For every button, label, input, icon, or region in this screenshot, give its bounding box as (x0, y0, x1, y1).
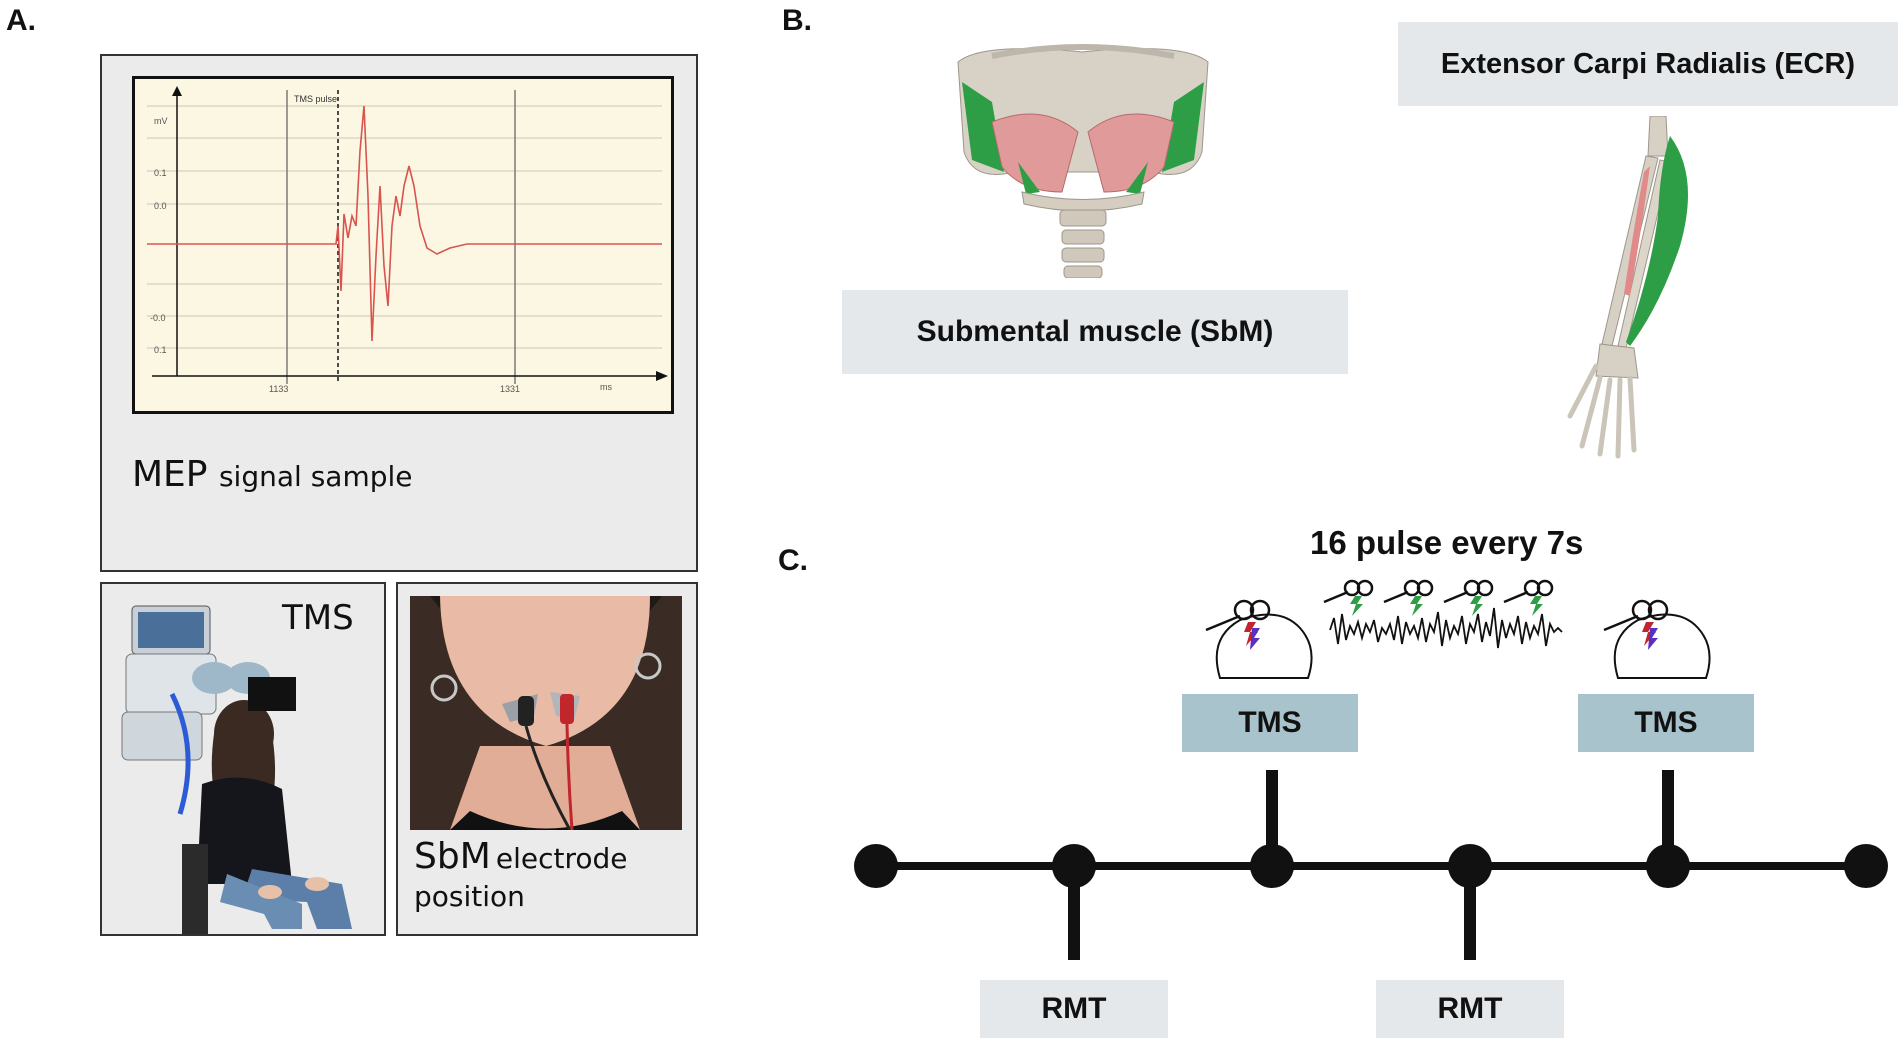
mep-trace-line (147, 105, 662, 342)
tms-stage-label: TMS (1182, 694, 1358, 752)
pulse-protocol-title: 16 pulse every 7s (1310, 524, 1584, 561)
mep-caption-main: MEP (132, 454, 208, 495)
timeline-node (1646, 844, 1690, 888)
timeline-node (1844, 844, 1888, 888)
tms-stage-label: TMS (1578, 694, 1754, 752)
timeline-node (1250, 844, 1294, 888)
x-unit-label: ms (600, 382, 612, 392)
rmt-stage-label: RMT (1376, 980, 1564, 1038)
panel-label-c: C. (778, 544, 808, 577)
ecr-muscle-label: Extensor Carpi Radialis (ECR) (1398, 22, 1898, 106)
y-unit-label: mV (154, 116, 168, 126)
sbm-caption-line2: position (414, 880, 525, 913)
tms-setup-illustration (121, 605, 352, 934)
sbm-photo-panel: SbM electrode position (396, 582, 698, 936)
timeline-node (1448, 844, 1492, 888)
timeline-node (854, 844, 898, 888)
ecr-forearm-illustration (1567, 116, 1688, 459)
y-tick-label: 0.1 (154, 168, 167, 178)
sbm-caption-sub: electrode (495, 842, 628, 875)
tms-photo-label: TMS (282, 598, 354, 638)
tms-pulse-train-illustration (1205, 579, 1711, 679)
timeline-axis (854, 770, 1888, 960)
mep-panel: TMS pulse mV 0.1 0.0 -0.0 0.1 1133 1331 … (100, 54, 698, 572)
y-tick-label: 0.1 (154, 345, 167, 355)
sbm-caption-main: SbM (414, 836, 491, 877)
panel-label-a: A. (6, 4, 36, 37)
rmt-stage-label: RMT (980, 980, 1168, 1038)
submental-anatomy-illustration (957, 44, 1209, 278)
mep-caption: MEP signal sample (132, 454, 413, 495)
submental-muscle-label: Submental muscle (SbM) (842, 290, 1348, 374)
panel-label-b: B. (782, 4, 812, 37)
mep-caption-sub: signal sample (218, 460, 413, 493)
timeline-node (1052, 844, 1096, 888)
x-tick-label: 1331 (500, 384, 520, 394)
y-tick-label: 0.0 (154, 201, 167, 211)
x-tick-label: 1133 (269, 384, 288, 394)
mep-signal-plot: TMS pulse mV 0.1 0.0 -0.0 0.1 1133 1331 … (132, 76, 674, 414)
sbm-electrode-illustration (410, 596, 682, 830)
sbm-caption: SbM electrode position (414, 834, 628, 914)
tms-pulse-marker-label: TMS pulse (294, 94, 337, 104)
y-tick-label: -0.0 (150, 313, 166, 323)
tms-photo-panel: TMS (100, 582, 386, 936)
